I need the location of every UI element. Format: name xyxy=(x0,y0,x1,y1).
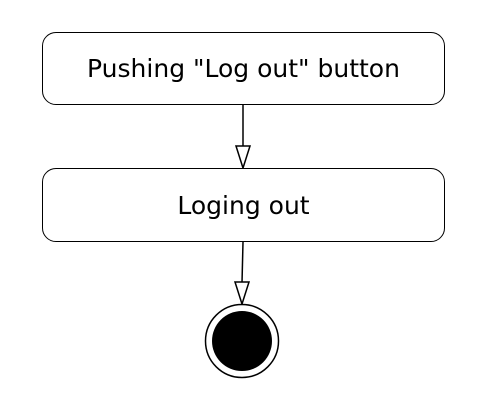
edge-logging-out-to-final xyxy=(233,241,251,307)
edge-pushing-to-logging-out xyxy=(234,105,252,171)
edge-line xyxy=(241,241,244,284)
activity-node-logging-out: Loging out xyxy=(42,168,445,242)
arrowhead-icon xyxy=(233,281,251,307)
activity-node-pushing-log-out-button: Pushing "Log out" button xyxy=(42,32,445,105)
arrowhead-icon xyxy=(234,145,252,171)
activity-node-label: Loging out xyxy=(177,190,310,220)
activity-node-label: Pushing "Log out" button xyxy=(87,54,400,83)
final-node xyxy=(204,303,280,379)
final-node-core xyxy=(212,311,272,371)
